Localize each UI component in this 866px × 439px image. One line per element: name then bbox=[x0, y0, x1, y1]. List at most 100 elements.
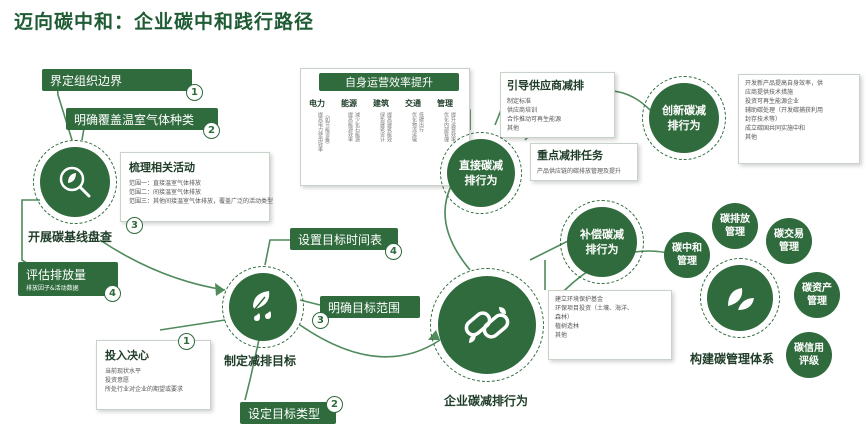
baseline-step1-box: 界定组织边界 bbox=[42, 69, 192, 91]
management-ring bbox=[700, 258, 780, 338]
efficiency-detail: 提升运营效率 bbox=[450, 112, 456, 142]
innovation-line: 应商提供技术措施 bbox=[745, 89, 794, 96]
offset-card: 建立环境保护基金 环保项目投资（土壤、海洋、 森林） 植树造林 其他 bbox=[548, 290, 672, 360]
management-item: 碳资产管理 bbox=[802, 283, 832, 307]
efficiency-category: 能源 bbox=[341, 99, 357, 108]
direct-ring bbox=[440, 132, 522, 214]
baseline-step3-title: 梳理相关活动 bbox=[129, 161, 195, 174]
baseline-step3-number: 3 bbox=[126, 217, 143, 234]
management-item-circle: 碳交易管理 bbox=[766, 218, 812, 264]
management-label: 构建碳管理体系 bbox=[690, 352, 775, 366]
baseline-step1-number: 1 bbox=[186, 84, 203, 101]
efficiency-detail: 提高电力使用效率 bbox=[317, 112, 323, 152]
offset-line: 建立环境保护基金 bbox=[555, 296, 604, 303]
innovation-label: 创新碳减排行为 bbox=[662, 104, 706, 132]
baseline-circle bbox=[40, 147, 110, 217]
innovation-circle: 创新碳减排行为 bbox=[649, 83, 719, 153]
supply-line: 合作推动可再生能源 bbox=[507, 116, 562, 123]
key-task-line: 产品供应链的碳排放管理及提升 bbox=[537, 168, 622, 175]
innovation-ring bbox=[642, 76, 726, 160]
arrow-into-target bbox=[215, 283, 225, 296]
efficiency-detail: 绿色建筑设计 bbox=[379, 112, 385, 142]
key-task-card: 重点减排任务 产品供应链的碳排放管理及提升 bbox=[530, 143, 638, 181]
baseline-step1-label: 界定组织边界 bbox=[50, 73, 123, 88]
baseline-step4-number: 4 bbox=[104, 285, 121, 302]
enterprise-circle bbox=[438, 276, 536, 374]
efficiency-detail: 提高能源效率 bbox=[347, 112, 353, 142]
leaf-drops-icon bbox=[253, 291, 271, 321]
baseline-step4-box: 评估排放量 排放因子&活动数据 bbox=[18, 262, 118, 296]
supply-line: 供应商培训 bbox=[507, 107, 538, 114]
baseline-step4-sub: 排放因子&活动数据 bbox=[26, 285, 79, 292]
efficiency-title: 自身运营效率提升 bbox=[345, 76, 433, 89]
baseline-step3-card: 梳理相关活动 范围一：直接温室气体排放 范围二：间接温室气体排放 范围三：其他间… bbox=[120, 152, 273, 222]
management-item-circle: 碳排放管理 bbox=[712, 203, 758, 249]
key-task-title: 重点减排任务 bbox=[537, 149, 603, 162]
efficiency-detail: （如节能设备） bbox=[324, 112, 330, 147]
direct-label: 直接碳减排行为 bbox=[459, 159, 503, 187]
enterprise-ring bbox=[430, 268, 544, 382]
management-item: 碳排放管理 bbox=[720, 214, 750, 238]
efficiency-category: 管理 bbox=[437, 99, 453, 108]
innovation-line: 辅助碳处理（开发碳捕获利用 bbox=[745, 107, 824, 114]
page-title: 迈向碳中和：企业碳中和践行路径 bbox=[14, 11, 315, 33]
chain-icon bbox=[464, 307, 510, 343]
baseline-step3-line: 范围二：间接温室气体排放 bbox=[129, 189, 202, 196]
target-label: 制定减排目标 bbox=[224, 354, 297, 368]
innovation-card: 开发新产品提高自身效率，供 应商提供技术措施 投资可再生能源企业 辅助碳处理（开… bbox=[738, 74, 860, 164]
target-step4-label: 设置目标时间表 bbox=[298, 232, 383, 247]
offset-circle: 补偿碳减排行为 bbox=[567, 207, 637, 277]
innovation-line: 投资可再生能源企业 bbox=[745, 98, 800, 105]
efficiency-detail: 减少化石能源 bbox=[354, 112, 360, 142]
supply-card: 引导供应商减排 制定标准 供应商培训 合作推动可再生能源 其他 bbox=[500, 72, 615, 138]
efficiency-detail: 提高建筑能效 bbox=[386, 112, 392, 142]
target-step1-card: 投入决心 当前现状水平 投资意愿 所处行业对企业的期望或要求 bbox=[96, 340, 211, 410]
efficiency-category: 电力 bbox=[309, 99, 325, 108]
management-item-circle: 碳中和管理 bbox=[664, 232, 710, 278]
efficiency-title-box: 自身运营效率提升 bbox=[319, 73, 459, 91]
innovation-line: 其他 bbox=[745, 134, 758, 141]
line-target-step1 bbox=[159, 319, 226, 331]
target-circle bbox=[229, 273, 297, 341]
direct-circle: 直接碳减排行为 bbox=[447, 139, 515, 207]
offset-line: 其他 bbox=[555, 332, 568, 339]
supply-line: 其他 bbox=[507, 125, 520, 132]
efficiency-detail: 优化内部管理 bbox=[443, 112, 449, 142]
offset-line: 森林） bbox=[555, 314, 574, 321]
line-target-to-enterprise bbox=[299, 324, 441, 358]
target-step3-label: 明确目标范围 bbox=[328, 300, 401, 315]
management-item: 碳交易管理 bbox=[774, 229, 804, 253]
target-step1-title: 投入决心 bbox=[105, 349, 149, 362]
baseline-step2-box: 明确覆盖温室气体种类 bbox=[66, 108, 218, 130]
target-step1-number: 1 bbox=[178, 333, 195, 350]
management-item-circle: 碳资产管理 bbox=[794, 272, 840, 318]
baseline-label: 开展碳基线盘查 bbox=[28, 230, 113, 244]
management-item: 碳中和管理 bbox=[672, 243, 702, 267]
target-ring bbox=[222, 266, 304, 348]
target-step2-label: 设定目标类型 bbox=[248, 406, 321, 421]
offset-ring bbox=[560, 200, 644, 284]
target-step1-line: 当前现状水平 bbox=[105, 368, 142, 375]
efficiency-category: 建筑 bbox=[373, 99, 389, 108]
target-step2-number: 2 bbox=[326, 396, 343, 413]
line-target-step4 bbox=[264, 239, 290, 266]
management-circle bbox=[707, 265, 773, 331]
innovation-line: 开发新产品提高自身效率，供 bbox=[745, 80, 824, 87]
baseline-step2-label: 明确覆盖温室气体种类 bbox=[74, 112, 195, 127]
target-step3-box: 明确目标范围 bbox=[320, 296, 420, 318]
efficiency-detail: 低碳出行 bbox=[418, 112, 424, 132]
baseline-step3-line: 范围一：直接温室气体排放 bbox=[129, 180, 202, 187]
offset-label: 补偿碳减排行为 bbox=[580, 228, 624, 256]
line-target-step2 bbox=[244, 334, 261, 401]
baseline-ring bbox=[33, 140, 117, 224]
target-step4-number: 4 bbox=[385, 243, 402, 260]
baseline-step2-number: 2 bbox=[203, 122, 220, 139]
supply-title: 引导供应商减排 bbox=[507, 79, 584, 92]
target-step1-line: 投资意愿 bbox=[105, 377, 130, 384]
management-item: 碳信用评级 bbox=[794, 343, 824, 367]
target-step4-box: 设置目标时间表 bbox=[290, 228, 398, 250]
magnifier-leaf-icon bbox=[59, 166, 91, 198]
target-step1-line: 所处行业对企业的期望或要求 bbox=[105, 386, 184, 393]
line-baseline-to-target bbox=[99, 239, 226, 291]
target-step2-box: 设定目标类型 bbox=[240, 402, 336, 424]
